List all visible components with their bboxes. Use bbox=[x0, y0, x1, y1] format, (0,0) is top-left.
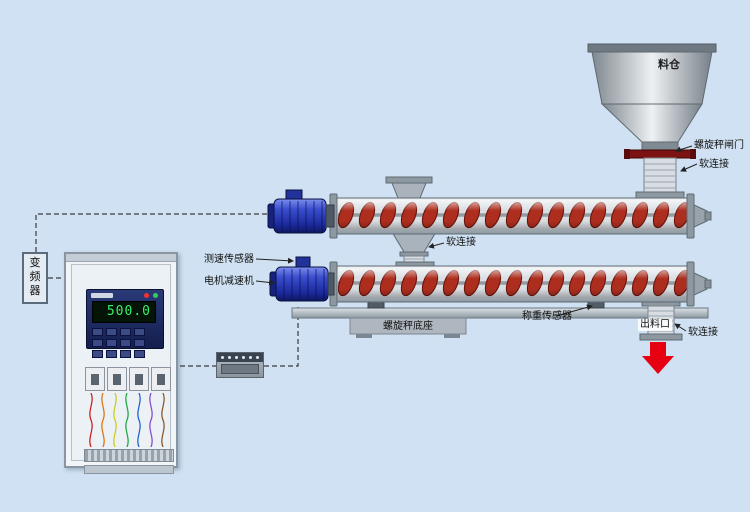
breaker-row bbox=[85, 367, 171, 391]
speed-sensor-head bbox=[295, 256, 311, 268]
controller-led-red bbox=[144, 293, 149, 298]
controller-key bbox=[106, 339, 117, 347]
controller-key bbox=[92, 339, 103, 347]
hopper bbox=[587, 43, 717, 151]
controller-key bbox=[120, 339, 131, 347]
control-cabinet: 500.0 bbox=[64, 252, 178, 474]
circuit-breaker bbox=[85, 367, 105, 391]
load-cell-label: 称重传感器 bbox=[522, 311, 572, 322]
hopper-label: 料仓 bbox=[658, 59, 680, 71]
controller-key bbox=[120, 350, 131, 358]
vfd-box: 变频器 bbox=[22, 252, 48, 304]
controller-key bbox=[92, 350, 103, 358]
controller-key bbox=[120, 328, 131, 336]
controller-key bbox=[106, 350, 117, 358]
motor-reducer-label: 电机减速机 bbox=[204, 276, 254, 287]
cabinet-top-trim bbox=[66, 254, 176, 262]
transfer-funnel bbox=[391, 231, 437, 268]
circuit-breaker bbox=[151, 367, 171, 391]
scale-base-label: 螺旋秤底座 bbox=[383, 321, 433, 332]
scale-base-assembly bbox=[291, 299, 709, 338]
lower-screw-conveyor bbox=[329, 261, 712, 307]
controller-key bbox=[134, 339, 145, 347]
controller-key bbox=[106, 328, 117, 336]
control-wiring-dashed bbox=[35, 213, 299, 367]
label-pointers bbox=[255, 145, 698, 332]
controller-keypad bbox=[92, 328, 158, 358]
controller-key bbox=[134, 350, 145, 358]
circuit-breaker bbox=[129, 367, 149, 391]
upper-drive-motor bbox=[267, 189, 335, 234]
weighing-controller: 500.0 bbox=[86, 289, 164, 358]
cabinet-inner-panel: 500.0 bbox=[71, 264, 174, 474]
controller-key bbox=[134, 328, 145, 336]
gate-label: 螺旋秤闸门 bbox=[694, 140, 744, 151]
material-flow-arrow bbox=[642, 342, 674, 374]
soft-connection-hopper bbox=[635, 157, 685, 199]
upper-screw-conveyor bbox=[329, 193, 712, 239]
controller-key bbox=[92, 328, 103, 336]
vfd-label: 变频器 bbox=[29, 257, 41, 297]
upper-conveyor-top-port bbox=[385, 176, 433, 199]
terminal-strip bbox=[84, 449, 174, 462]
controller-logo bbox=[91, 293, 113, 298]
circuit-breaker bbox=[107, 367, 127, 391]
din-rail bbox=[84, 465, 174, 474]
speed-sensor-label: 测速传感器 bbox=[204, 254, 254, 265]
controller-display: 500.0 bbox=[92, 301, 156, 323]
soft-connection-label-hopper: 软连接 bbox=[699, 159, 729, 170]
cabinet-wiring bbox=[89, 393, 165, 447]
soft-connection-label-mid: 软连接 bbox=[446, 237, 476, 248]
lower-drive-motor bbox=[269, 256, 335, 302]
transmitter-terminals bbox=[217, 353, 263, 362]
outlet-label: 出料口 bbox=[638, 319, 672, 331]
controller-led-green bbox=[153, 293, 158, 298]
soft-connection-label-outlet: 软连接 bbox=[688, 327, 718, 338]
signal-transmitter bbox=[216, 352, 264, 378]
transmitter-face bbox=[221, 364, 259, 374]
